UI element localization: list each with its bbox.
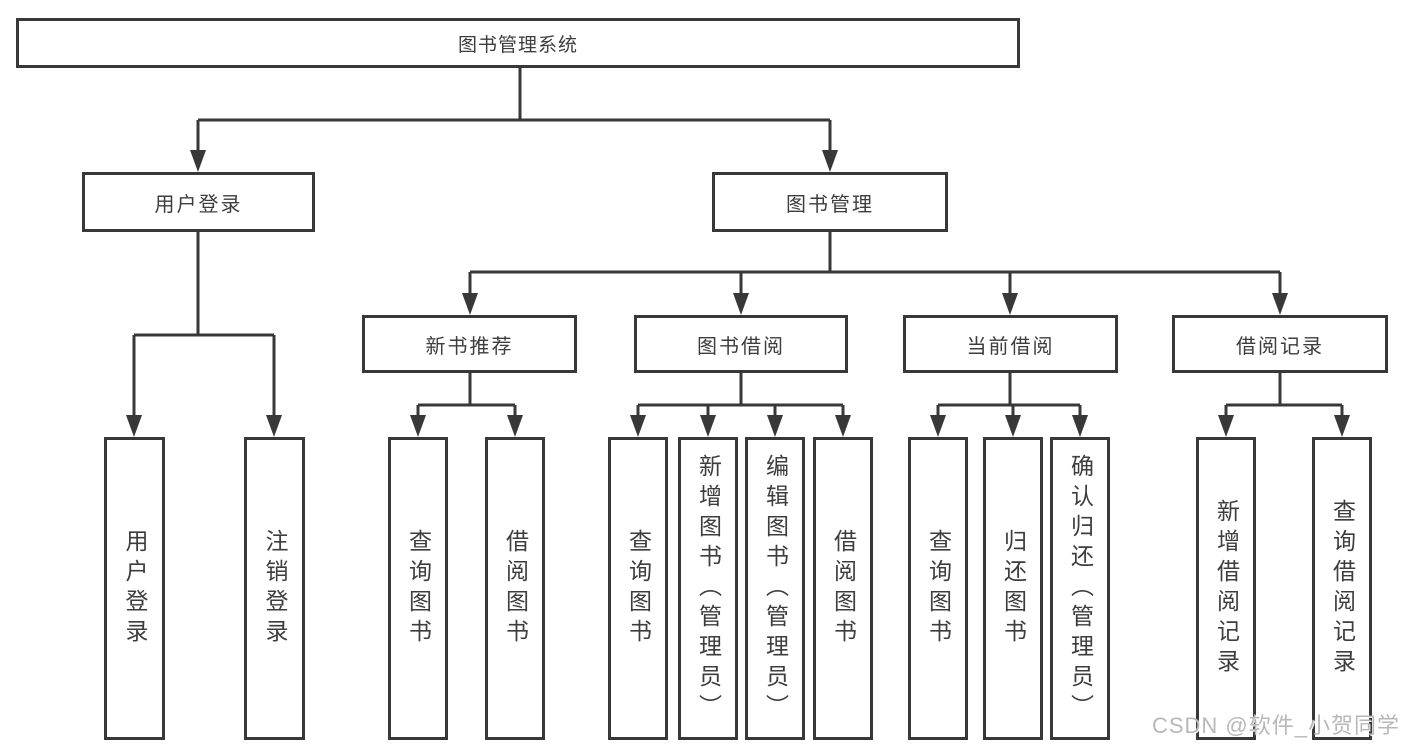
node-library-management-system: 图书管理系统 (16, 18, 1020, 68)
node-label: 图书管理 (786, 193, 874, 216)
leaf-add-borrow-record: 新增借阅记录 (1196, 437, 1256, 740)
node-label: 查询图书 (625, 528, 652, 649)
csdn-watermark: CSDN @软件_小贺同学 (1151, 713, 1400, 738)
leaf-add-books-admin: 新增图书（管理员） (678, 437, 738, 740)
node-label: 图书管理系统 (457, 34, 578, 56)
node-label: 新增借阅记录 (1213, 498, 1240, 679)
node-new-book-recommend: 新书推荐 (362, 315, 577, 373)
node-label: 归还图书 (1000, 528, 1027, 649)
node-book-borrowing: 图书借阅 (634, 315, 848, 373)
node-label: 查询图书 (405, 528, 432, 649)
leaf-query-books-borrowing: 查询图书 (608, 437, 668, 740)
node-label: 图书借阅 (697, 335, 785, 358)
leaf-user-login: 用户登录 (104, 437, 165, 740)
leaf-borrow-books: 借阅图书 (813, 437, 873, 740)
node-label: 注销登录 (262, 528, 288, 649)
node-label: 新书推荐 (425, 335, 514, 358)
node-borrowing-records: 借阅记录 (1172, 315, 1388, 373)
leaf-query-books-recommend: 查询图书 (388, 437, 448, 740)
node-book-management: 图书管理 (712, 172, 948, 232)
node-current-borrowing: 当前借阅 (903, 315, 1118, 373)
leaf-query-borrow-record: 查询借阅记录 (1312, 437, 1372, 740)
leaf-query-books-current: 查询图书 (908, 437, 968, 740)
leaf-confirm-return-admin: 确认归还（管理员） (1050, 437, 1110, 740)
node-user-login: 用户登录 (82, 172, 315, 232)
node-label: 借阅记录 (1236, 335, 1324, 358)
node-label: 借阅图书 (830, 528, 857, 649)
node-label: 当前借阅 (966, 335, 1055, 358)
leaf-return-books: 归还图书 (983, 437, 1043, 740)
node-label: 借阅图书 (502, 528, 529, 649)
leaf-logout: 注销登录 (244, 437, 305, 740)
leaf-borrow-books-recommend: 借阅图书 (485, 437, 545, 740)
node-label: 编辑图书（管理员） (762, 453, 789, 724)
node-label: 确认归还（管理员） (1067, 453, 1094, 724)
node-label: 用户登录 (122, 528, 148, 649)
node-label: 用户登录 (154, 193, 243, 216)
node-label: 新增图书（管理员） (695, 453, 722, 724)
node-label: 查询图书 (925, 528, 952, 649)
node-label: 查询借阅记录 (1329, 498, 1356, 679)
leaf-edit-books-admin: 编辑图书（管理员） (745, 437, 805, 740)
